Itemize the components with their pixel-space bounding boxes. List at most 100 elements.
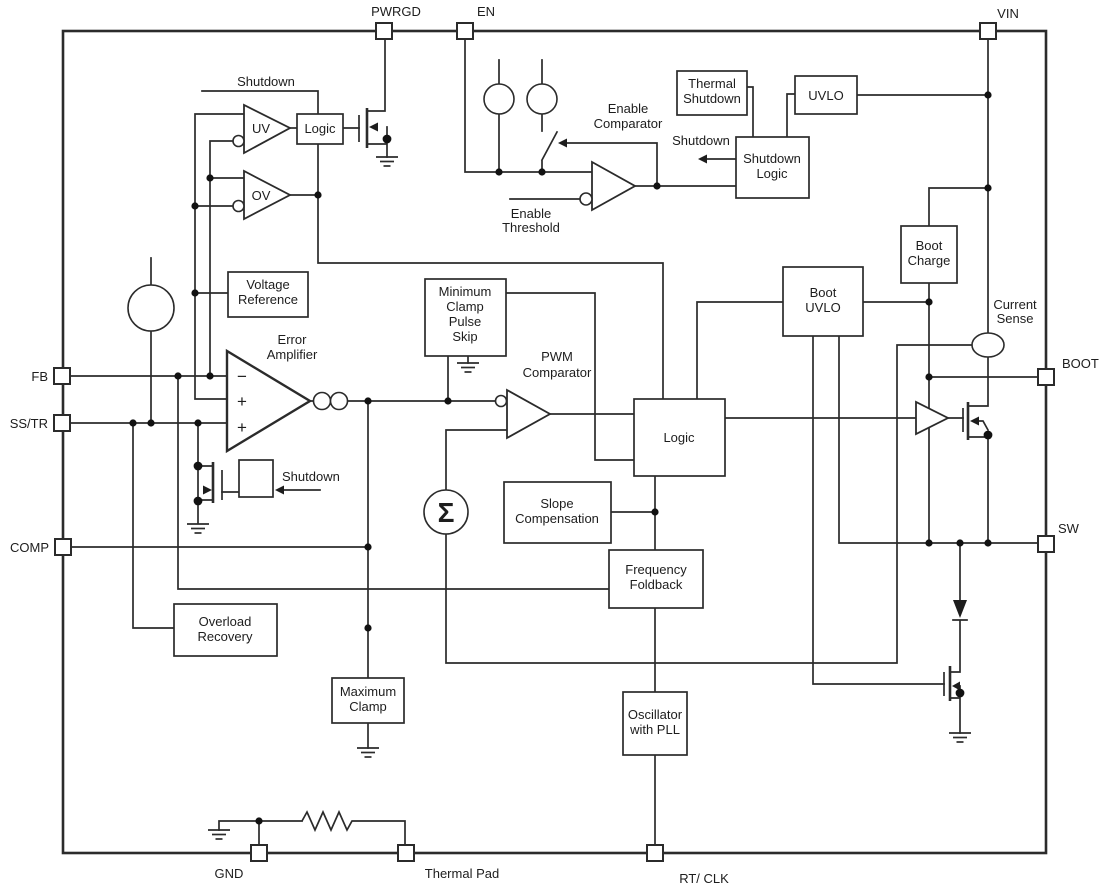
ov-label: OV bbox=[252, 188, 271, 203]
enable-threshold-label: Threshold bbox=[502, 220, 560, 235]
wire-fb-comparator-rail bbox=[209, 140, 234, 377]
thermal-shutdown-label: Shutdown bbox=[683, 91, 741, 106]
wire-bootcharge-feed bbox=[928, 187, 989, 227]
minimum-clamp-label: Skip bbox=[452, 329, 477, 344]
wire-vref-rail bbox=[194, 113, 245, 400]
wire-ss-discharge-fet bbox=[197, 422, 240, 524]
wire-bootuvlo-to-logic bbox=[696, 301, 784, 400]
oscillator-block bbox=[622, 691, 688, 756]
wire-uvlogic-to-mainlogic bbox=[317, 143, 664, 400]
boot-charge-label: Boot bbox=[916, 238, 943, 253]
ss-fet-body-arrow bbox=[203, 485, 212, 495]
pin-label-rtclk: RT/ CLK bbox=[679, 871, 729, 886]
junction-dot bbox=[206, 372, 214, 380]
current-sense-label: Sense bbox=[997, 311, 1034, 326]
uv-comparator bbox=[243, 103, 292, 155]
maxclamp-ground-icon bbox=[357, 747, 379, 758]
slope-compensation-label: Compensation bbox=[515, 511, 599, 526]
frequency-foldback-label: Frequency bbox=[625, 562, 687, 577]
shutdown-out-arrowhead bbox=[698, 154, 707, 164]
junction-dot bbox=[193, 461, 203, 471]
junction-dot bbox=[147, 419, 155, 427]
frequency-foldback-block bbox=[608, 549, 704, 609]
enable-inverting-bubble bbox=[579, 192, 593, 206]
amplifiers bbox=[127, 83, 1005, 535]
pin-sstr bbox=[53, 414, 71, 432]
junction-dot bbox=[925, 373, 933, 381]
minimum-clamp-block bbox=[424, 278, 507, 357]
ls-fet-body-arrow bbox=[952, 681, 960, 691]
gnd-pin-ground-icon bbox=[208, 829, 230, 840]
maximum-clamp-label: Maximum bbox=[340, 684, 396, 699]
uvlo-block bbox=[794, 75, 858, 115]
oscillator-label: Oscillator bbox=[628, 707, 683, 722]
wire-hs-fet-leads bbox=[947, 417, 990, 544]
en-current-source-icon bbox=[483, 83, 515, 115]
wire-encomp-hysteresis bbox=[565, 142, 658, 187]
wire-en-rail bbox=[464, 39, 593, 173]
wire-fb-to-foldback bbox=[177, 375, 610, 590]
wire-uvlo-stub bbox=[786, 93, 796, 138]
maximum-clamp-label: Clamp bbox=[349, 699, 387, 714]
voltage-reference-label: Voltage bbox=[246, 277, 289, 292]
junction-dot bbox=[651, 508, 659, 516]
pin-label-comp: COMP bbox=[10, 540, 49, 555]
error-amplifier-label: Amplifier bbox=[267, 347, 318, 362]
junction-dot bbox=[925, 539, 933, 547]
ea-shutdown-label: Shutdown bbox=[282, 469, 340, 484]
ea-output-bubble bbox=[312, 391, 332, 411]
pin-label-sw: SW bbox=[1058, 521, 1080, 536]
pin-label-vin: VIN bbox=[997, 6, 1019, 21]
blocks: Logic Voltage Reference Minimum Clamp Pu… bbox=[173, 70, 958, 756]
current-sense-label: Current bbox=[993, 297, 1037, 312]
diode-symbol bbox=[953, 600, 967, 618]
wire-en-source2-switch bbox=[540, 59, 559, 173]
pin-label-pwrgd: PWRGD bbox=[371, 4, 421, 19]
junction-dot bbox=[174, 372, 182, 380]
pin-sw bbox=[1037, 535, 1055, 553]
hs-fet-body-arrow bbox=[970, 416, 979, 426]
uv-logic-label: Logic bbox=[304, 121, 336, 136]
junction-dot bbox=[925, 298, 933, 306]
summing-node bbox=[423, 489, 469, 535]
mosfets bbox=[211, 108, 970, 701]
uv-label: UV bbox=[252, 121, 270, 136]
pin-label-gnd: GND bbox=[215, 866, 244, 881]
thermal-shutdown-block bbox=[676, 70, 748, 116]
ls-fet-ground-icon bbox=[949, 732, 971, 743]
junction-dot bbox=[255, 817, 263, 825]
junction-dot bbox=[194, 419, 202, 427]
sigma-label: Σ bbox=[438, 497, 455, 528]
boot-uvlo-label: Boot bbox=[810, 285, 837, 300]
pin-fb bbox=[53, 367, 71, 385]
shutdown-logic-block bbox=[735, 136, 810, 199]
overload-recovery-label: Overload bbox=[199, 614, 252, 629]
maximum-clamp-block bbox=[331, 677, 405, 724]
ea-shutdown-driver-block bbox=[238, 459, 274, 498]
junction-dot bbox=[983, 430, 993, 440]
ov-inverting-bubble bbox=[232, 199, 245, 213]
overload-recovery-label: Recovery bbox=[198, 629, 253, 644]
error-amplifier bbox=[225, 348, 313, 454]
junction-dot bbox=[444, 397, 452, 405]
pwm-comparator-label: PWM bbox=[541, 349, 573, 364]
overload-recovery-block bbox=[173, 603, 278, 657]
minimum-clamp-label: Minimum bbox=[439, 284, 492, 299]
current-source-icon bbox=[127, 284, 175, 332]
junction-dot bbox=[984, 91, 992, 99]
oscillator-label: with PLL bbox=[629, 722, 680, 737]
shutdown-logic-label: Shutdown bbox=[743, 151, 801, 166]
uv-logic-block bbox=[296, 113, 344, 145]
pins bbox=[53, 22, 1055, 862]
junction-dot bbox=[364, 624, 372, 632]
shutdown-output-label: Shutdown bbox=[672, 133, 730, 148]
junction-dot bbox=[129, 419, 137, 427]
boot-charge-label: Charge bbox=[908, 253, 951, 268]
wire-minclamp-stubs bbox=[447, 355, 469, 402]
wire-thermal-stub bbox=[746, 86, 754, 138]
minimum-clamp-label: Clamp bbox=[446, 299, 484, 314]
junction-dot bbox=[955, 688, 965, 698]
junction-dot bbox=[495, 168, 503, 176]
main-logic-block bbox=[633, 398, 726, 477]
